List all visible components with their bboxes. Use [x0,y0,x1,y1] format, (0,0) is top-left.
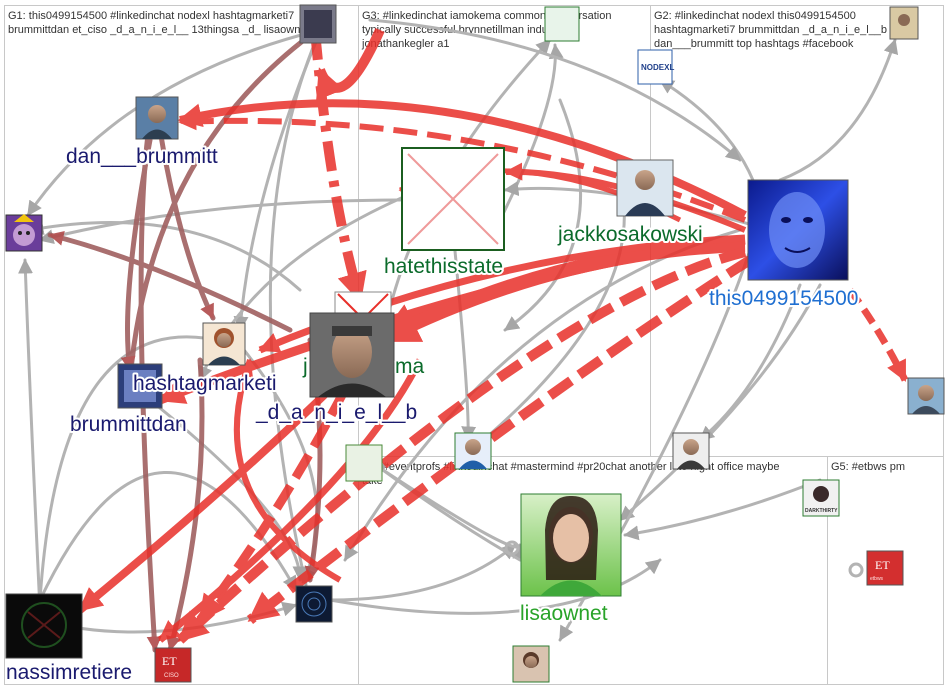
group-label-g3: G3: #linkedinchat iamokema common conver… [361,10,615,50]
node-et-etbws[interactable]: ET etbws [866,550,904,586]
edge [17,258,42,612]
node-nassimretiere[interactable] [5,593,83,659]
node-et-ciso[interactable]: ET CISO [154,647,192,683]
node-cartoon-avatar[interactable] [5,214,43,252]
node-nodexl[interactable]: NODEXL [637,49,674,85]
svg-text:CISO: CISO [164,673,179,679]
group-label-g2: G2: #linkedinchat nodexl this0499154500 … [654,10,890,50]
gray-self-loops [504,540,864,578]
node-hatethisstate[interactable] [401,147,505,251]
edge [246,255,753,624]
node-woman-g1[interactable] [202,322,246,366]
node-woman-glasses[interactable] [454,432,492,470]
node-jackkosakowski[interactable] [616,159,674,217]
edge [503,98,583,332]
edge [328,558,662,615]
node-g4-icon[interactable] [345,444,383,482]
edge [38,198,402,245]
edge [315,27,385,101]
edge [47,231,293,333]
edge [370,460,522,562]
edge [368,18,742,162]
group-label-g5: G5: #etbws pm [831,461,905,473]
label-this0499154500: this0499154500 [709,287,858,310]
label-brummittdan: brummittdan [70,413,187,436]
node-older-man[interactable] [672,432,710,470]
edge [847,287,909,382]
group-frames [4,5,944,685]
node-dark-mandala[interactable] [295,585,333,623]
label-hatethisstate: hatethisstate [384,255,503,278]
label-okema-head: j [302,355,308,378]
edge [504,162,747,233]
svg-text:ET: ET [875,558,890,572]
node-bottom-woman[interactable] [512,645,550,683]
node-dan-brummitt[interactable] [135,96,179,140]
edge [157,358,424,643]
group-label-g4: G4: #eventprofs #linkedinchat #mastermin… [362,461,783,487]
edge [378,466,528,559]
node-lisaownet[interactable] [520,493,622,597]
edge [120,137,153,373]
edge [233,30,322,332]
label-nassimretiere: nassimretiere [6,661,132,684]
edge [698,283,802,442]
label-lisaownet: lisaownet [520,602,608,625]
svg-text:etbws: etbws [870,576,884,582]
node-g3-thumb[interactable] [544,6,580,42]
edge [328,543,517,602]
edge [38,331,227,602]
node-g2-thumb[interactable] [889,6,919,40]
node-darkthirty[interactable]: DARKTHIRTY [802,479,840,517]
node-this0499154500[interactable] [747,179,849,281]
svg-text:NODEXL: NODEXL [641,63,674,72]
label-okema-tail: ma [395,355,424,378]
group-label-g1: G1: this0499154500 #linkedinchat nodexl … [8,10,310,36]
label-daniel-b: _d_a_n_i_e_l__b [255,401,417,424]
edge [376,238,746,347]
node-top-thumb[interactable] [299,4,337,44]
edge [233,358,342,583]
edge [176,247,747,644]
edge [623,478,822,541]
node-daniel-b[interactable] [309,312,395,398]
label-jackkosakowski: jackkosakowski [557,223,703,246]
label-hashtagmarketi: hashtagmarketi [133,372,277,395]
edge [618,283,822,522]
node-hashtagmarketi[interactable] [117,363,163,409]
svg-text:ET: ET [162,654,177,668]
svg-text:DARKTHIRTY: DARKTHIRTY [805,508,838,514]
edge [157,127,216,321]
edge [148,398,308,582]
node-right-man[interactable] [907,377,945,415]
edge [778,38,899,182]
edge [123,25,323,383]
label-dan-brummitt: dan___brummitt [66,145,218,168]
